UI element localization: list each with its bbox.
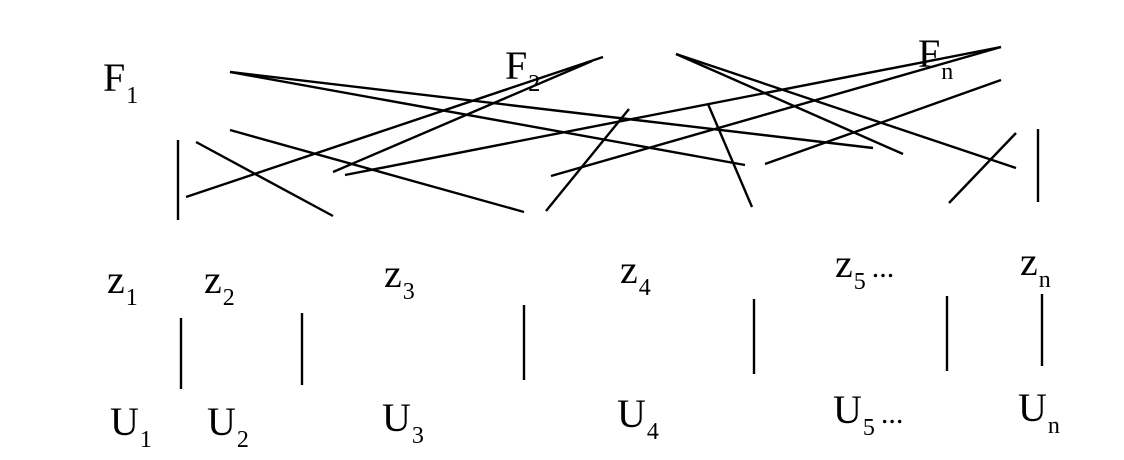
u-letter: U [617,391,646,436]
edge-line [229,70,874,150]
z-subscript: n [1038,267,1051,293]
edge-line [675,52,904,156]
factor-subscript: 2 [528,71,541,97]
edge-line [195,140,334,218]
z-letter: z [204,257,222,302]
u-subscript: 5 [862,415,875,441]
u-subscript: n [1047,413,1060,439]
factor-label-f1: F1 [103,55,138,109]
u-letter: U [1018,385,1047,430]
z-label-2: z2 [204,257,235,311]
edge-line [229,128,525,214]
factor-subscript: 1 [126,83,139,109]
z-label-3: z3 [384,251,415,305]
edge-line [948,132,1017,204]
u-suffix: ... [880,397,904,430]
edge-line [332,59,593,174]
z-letter: z [620,247,638,292]
z-suffix: ... [871,251,895,284]
z-label-4: z4 [620,247,651,301]
u-letter: U [110,399,139,444]
factor-letter: F [103,55,126,100]
z-letter: z [835,241,853,286]
u-label-3: U3 [382,395,424,449]
u-label-2: U2 [207,399,249,453]
u-letter: U [207,399,236,444]
u-letter: U [382,395,411,440]
edge-line [229,70,746,167]
factor-letter: F [505,43,528,88]
z-letter: z [1020,239,1038,284]
u-label-5: U5... [833,387,904,441]
z-subscript: 4 [638,275,651,301]
edge-line [185,55,604,199]
z-subscript: 5 [853,269,866,295]
u-subscript: 4 [646,419,659,445]
u-subscript: 3 [411,423,424,449]
factor-label-f2: F2 [505,43,540,97]
edge-line [344,45,1002,177]
z-letter: z [107,257,125,302]
u-subscript: 2 [236,427,249,453]
u-label-4: U4 [617,391,659,445]
z-label-1: z1 [107,257,138,311]
u-letter: U [833,387,862,432]
z-label-n: zn [1020,239,1051,293]
z-subscript: 3 [402,279,415,305]
z-label-5: z5... [835,241,895,295]
edge-line [545,108,630,212]
u-label-1: U1 [110,399,152,453]
edge-line [706,103,754,208]
z-subscript: 1 [125,285,138,311]
edge-line [764,78,1002,166]
u-label-n: Un [1018,385,1060,439]
factor-label-fn: Fn [918,31,953,85]
z-subscript: 2 [222,285,235,311]
z-letter: z [384,251,402,296]
edge-line [550,45,1002,178]
edge-line [675,52,1017,170]
u-subscript: 1 [139,427,152,453]
factor-subscript: n [941,59,954,85]
factor-letter: F [918,31,941,76]
